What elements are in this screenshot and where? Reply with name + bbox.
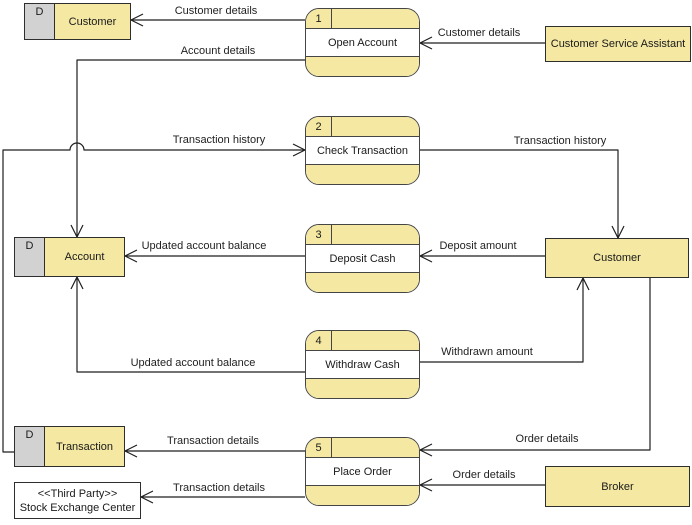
entity-name: Broker [601,480,634,493]
entity-stock-exchange-center[interactable]: <<Third Party>> Stock Exchange Center [14,482,141,519]
entity-customer[interactable]: Customer [545,238,689,278]
process-number: 1 [306,9,332,28]
flow-order-details-customer[interactable] [419,278,651,457]
datastore-customer[interactable]: D Customer [24,3,131,40]
flow-label[interactable]: Deposit amount [439,240,517,252]
flow-label[interactable]: Transaction history [172,134,266,146]
process-bottom-band [306,378,419,398]
process-bottom-band [306,485,419,505]
flow-account-details[interactable] [70,59,305,238]
entity-name: Customer [593,252,641,264]
stereotype-label: <<Third Party>> [37,487,118,500]
flow-label[interactable]: Updated account balance [130,357,256,369]
flow-transaction-details-store[interactable] [124,444,305,458]
flow-transaction-history-in[interactable] [2,142,306,453]
process-open-account[interactable]: 1 Open Account [305,8,420,77]
process-name: Open Account [306,29,419,56]
flow-label[interactable]: Order details [452,469,516,481]
process-number: 2 [306,117,332,136]
datastore-id-badge: D [15,238,45,276]
flow-label[interactable]: Customer details [437,27,521,39]
datastore-id-badge: D [25,4,55,39]
flow-transaction-details-exchange[interactable] [140,490,305,504]
flow-customer-details-to-store[interactable] [130,13,305,27]
datastore-name: Transaction [55,440,114,453]
datastore-transaction[interactable]: D Transaction [14,426,125,467]
entity-name: Stock Exchange Center [19,501,136,514]
flow-updated-balance-withdraw[interactable] [70,276,305,373]
process-number: 4 [306,331,332,350]
process-name: Check Transaction [306,137,419,164]
entity-broker[interactable]: Broker [545,466,690,507]
datastore-id-badge: D [15,427,45,466]
process-bottom-band [306,56,419,76]
datastore-account[interactable]: D Account [14,237,125,277]
flow-deposit-amount[interactable] [419,249,545,263]
flow-label[interactable]: Updated account balance [141,240,267,252]
entity-customer-service-assistant[interactable]: Customer Service Assistant [545,26,691,62]
datastore-name: Account [64,251,105,263]
flow-order-details-broker[interactable] [419,478,545,492]
flow-transaction-history-out[interactable] [420,149,625,239]
process-name: Withdraw Cash [306,351,419,378]
flow-label[interactable]: Withdrawn amount [441,346,533,358]
flow-label[interactable]: Account details [180,45,256,57]
process-number: 5 [306,438,332,457]
process-number: 3 [306,225,332,244]
process-name: Place Order [306,458,419,485]
flow-withdrawn-amount[interactable] [420,277,590,363]
flow-updated-balance-deposit[interactable] [124,249,305,263]
process-place-order[interactable]: 5 Place Order [305,437,420,506]
process-deposit-cash[interactable]: 3 Deposit Cash [305,224,420,293]
process-name: Deposit Cash [306,245,419,272]
datastore-name: Customer [68,15,117,28]
flow-customer-details-from-assistant[interactable] [419,36,545,50]
flow-label[interactable]: Order details [515,433,579,445]
process-withdraw-cash[interactable]: 4 Withdraw Cash [305,330,420,399]
flow-label[interactable]: Customer details [174,5,258,17]
flow-label[interactable]: Transaction history [513,135,607,147]
process-bottom-band [306,272,419,292]
flow-label[interactable]: Transaction details [173,482,265,494]
process-check-transaction[interactable]: 2 Check Transaction [305,116,420,185]
flow-label[interactable]: Transaction details [167,435,259,447]
entity-name: Customer Service Assistant [550,38,686,50]
process-bottom-band [306,164,419,184]
